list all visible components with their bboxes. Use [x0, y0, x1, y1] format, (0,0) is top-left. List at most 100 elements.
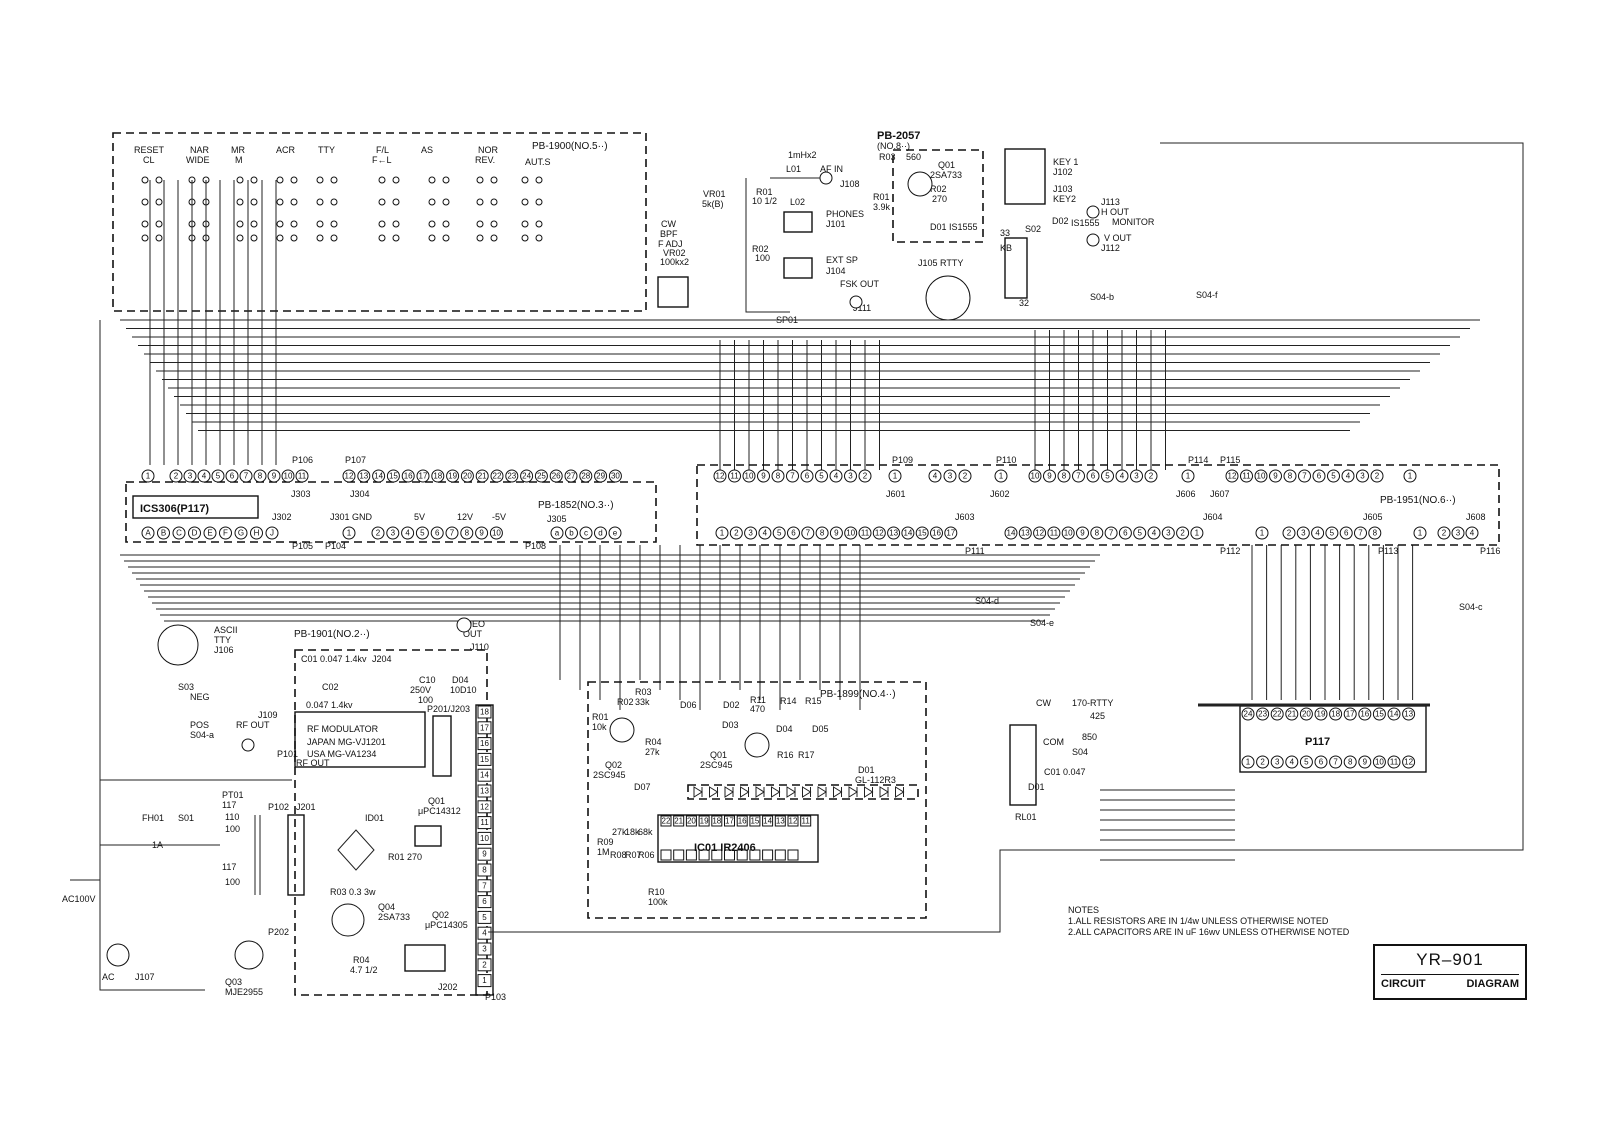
svg-text:8: 8 — [1062, 472, 1067, 481]
svg-text:19: 19 — [448, 472, 457, 481]
svg-text:1: 1 — [893, 472, 898, 481]
svg-text:R03: R03 — [879, 152, 896, 162]
svg-text:18: 18 — [433, 472, 442, 481]
svg-text:2: 2 — [376, 529, 381, 538]
svg-text:D01 IS1555: D01 IS1555 — [930, 222, 978, 232]
svg-text:9: 9 — [834, 529, 839, 538]
svg-text:P110: P110 — [996, 455, 1016, 465]
svg-text:1: 1 — [1186, 472, 1191, 481]
svg-text:c: c — [584, 529, 588, 538]
svg-text:J608: J608 — [1466, 512, 1486, 522]
svg-text:1: 1 — [347, 529, 352, 538]
svg-text:27k: 27k — [612, 827, 627, 837]
svg-text:C01 0.047: C01 0.047 — [1044, 767, 1086, 777]
svg-text:S04-a: S04-a — [190, 730, 214, 740]
svg-text:170-RTTY: 170-RTTY — [1072, 698, 1113, 708]
svg-text:4: 4 — [834, 472, 839, 481]
svg-text:ASCII: ASCII — [214, 625, 238, 635]
svg-text:S04-f: S04-f — [1196, 290, 1218, 300]
svg-text:10 1/2: 10 1/2 — [752, 196, 777, 206]
svg-text:16: 16 — [1360, 710, 1369, 719]
svg-text:AF IN: AF IN — [820, 164, 843, 174]
svg-text:F: F — [223, 529, 228, 538]
svg-text:12: 12 — [480, 802, 489, 811]
svg-text:5: 5 — [1330, 529, 1335, 538]
svg-text:10: 10 — [1064, 529, 1073, 538]
svg-text:13: 13 — [776, 817, 785, 826]
svg-text:8: 8 — [465, 529, 470, 538]
switch-label: REV. — [475, 155, 495, 165]
svg-text:COM: COM — [1043, 737, 1064, 747]
svg-text:F ADJ: F ADJ — [658, 239, 683, 249]
svg-text:2: 2 — [1287, 529, 1292, 538]
svg-text:J105 RTTY: J105 RTTY — [918, 258, 963, 268]
svg-text:1: 1 — [1260, 529, 1265, 538]
svg-text:20: 20 — [687, 817, 696, 826]
svg-text:12: 12 — [345, 472, 354, 481]
svg-text:2SA733: 2SA733 — [930, 170, 962, 180]
svg-text:4: 4 — [763, 529, 768, 538]
svg-text:GL-112R3: GL-112R3 — [855, 775, 896, 785]
svg-text:Q03: Q03 — [225, 977, 242, 987]
svg-text:1: 1 — [999, 472, 1004, 481]
svg-text:PB-1901(NO.2··): PB-1901(NO.2··) — [294, 629, 370, 640]
svg-text:11: 11 — [861, 529, 870, 538]
svg-text:3: 3 — [1301, 529, 1306, 538]
svg-text:13: 13 — [480, 787, 489, 796]
svg-text:S03: S03 — [178, 682, 194, 692]
svg-text:V OUT: V OUT — [1104, 233, 1132, 243]
svg-text:11: 11 — [480, 818, 489, 827]
svg-text:P117: P117 — [1305, 736, 1330, 748]
svg-text:17: 17 — [419, 472, 428, 481]
svg-text:2SC945: 2SC945 — [700, 760, 733, 770]
svg-text:2: 2 — [734, 529, 739, 538]
svg-text:5: 5 — [819, 472, 824, 481]
svg-text:7: 7 — [1358, 529, 1363, 538]
svg-text:3: 3 — [1275, 758, 1280, 767]
svg-text:J601: J601 — [886, 489, 906, 499]
svg-text:6: 6 — [482, 897, 487, 906]
svg-text:P104: P104 — [325, 541, 346, 551]
svg-text:J106: J106 — [214, 645, 234, 655]
svg-text:J607: J607 — [1210, 489, 1230, 499]
svg-text:16: 16 — [738, 817, 747, 826]
switch-label: NAR — [190, 145, 210, 155]
svg-text:10: 10 — [284, 472, 293, 481]
svg-text:4: 4 — [1290, 758, 1295, 767]
svg-text:17: 17 — [1346, 710, 1355, 719]
svg-text:100: 100 — [225, 877, 240, 887]
svg-text:7: 7 — [482, 881, 487, 890]
svg-text:6: 6 — [1319, 758, 1324, 767]
board-pb1900: PB-1900(NO.5··) RESET CL NAR WIDE MR M A… — [112, 132, 647, 312]
svg-text:D03: D03 — [722, 720, 739, 730]
svg-text:20: 20 — [1302, 710, 1311, 719]
svg-text:4: 4 — [1346, 472, 1351, 481]
svg-text:P202: P202 — [268, 927, 289, 937]
svg-text:22: 22 — [493, 472, 502, 481]
svg-text:9: 9 — [1080, 529, 1085, 538]
svg-text:17: 17 — [480, 723, 489, 732]
svg-text:2: 2 — [963, 472, 968, 481]
svg-text:18: 18 — [712, 817, 721, 826]
svg-text:3: 3 — [482, 945, 487, 954]
svg-text:3: 3 — [1134, 472, 1139, 481]
svg-text:P106: P106 — [292, 455, 313, 465]
svg-text:117: 117 — [222, 800, 236, 810]
svg-text:D06: D06 — [680, 700, 697, 710]
svg-text:R02: R02 — [617, 697, 634, 707]
svg-text:12: 12 — [1035, 529, 1044, 538]
svg-text:PT01: PT01 — [222, 790, 244, 800]
svg-text:J605: J605 — [1363, 512, 1383, 522]
svg-text:P109: P109 — [892, 455, 913, 465]
switch-label: NOR — [478, 145, 499, 155]
svg-text:MJE2955: MJE2955 — [225, 987, 263, 997]
svg-text:7: 7 — [806, 529, 811, 538]
svg-text:S04-d: S04-d — [975, 596, 999, 606]
svg-text:5: 5 — [420, 529, 425, 538]
svg-text:100: 100 — [755, 253, 770, 263]
svg-text:P103: P103 — [485, 992, 506, 1002]
svg-text:P111: P111 — [965, 546, 985, 556]
svg-text:-5V: -5V — [492, 512, 506, 522]
